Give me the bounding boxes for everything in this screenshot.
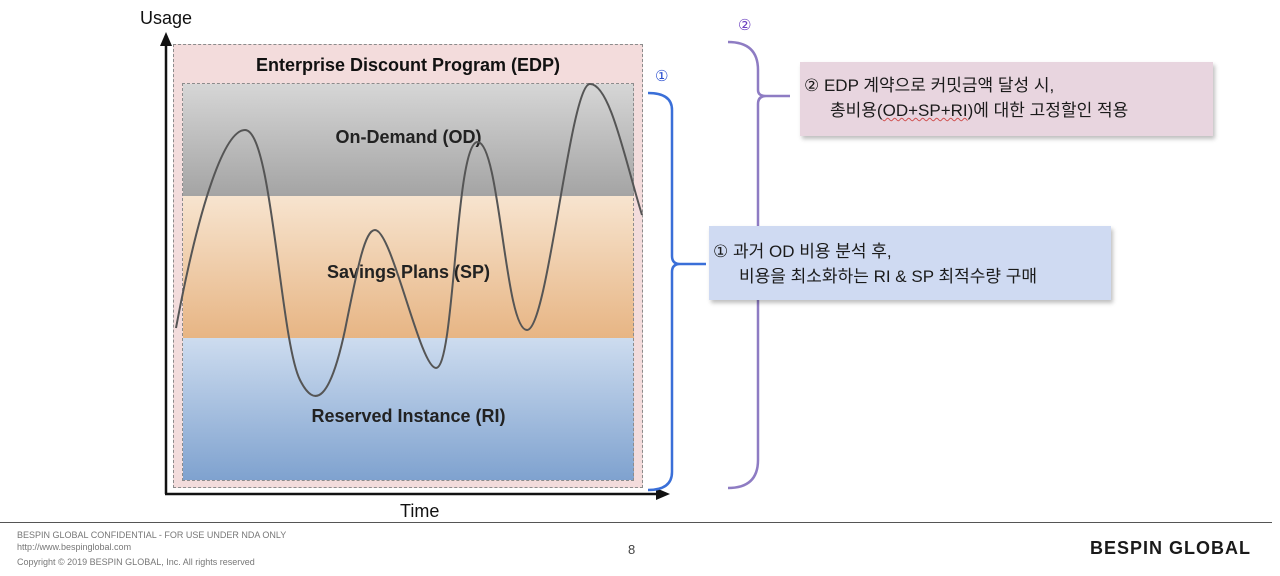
bracket-one — [647, 91, 706, 492]
callout-one-line1: ① 과거 OD 비용 분석 후, — [713, 242, 892, 261]
footer-confidential: BESPIN GLOBAL CONFIDENTIAL - FOR USE UND… — [17, 530, 287, 540]
callout-two-line2: 총비용(OD+SP+RI)에 대한 고정할인 적용 — [804, 98, 1213, 123]
callout-two-line2-pre: 총비용( — [830, 101, 883, 120]
page-number: 8 — [628, 542, 636, 557]
y-axis-label: Usage — [140, 8, 193, 28]
footer-divider — [0, 522, 1272, 523]
marker-two: ② — [738, 17, 752, 34]
marker-one: ① — [655, 68, 669, 85]
x-axis-arrow — [656, 488, 670, 500]
edp-title: Enterprise Discount Program (EDP) — [255, 55, 561, 75]
od-label: On-Demand (OD) — [335, 127, 482, 147]
ri-band — [183, 338, 634, 480]
brand-logo: BESPIN GLOBAL — [1090, 538, 1252, 558]
callout-two-line1: ② EDP 계약으로 커밋금액 달성 시, — [804, 76, 1055, 95]
od-band — [183, 84, 634, 196]
callout-two-line2-squiggle: OD+SP+RI — [882, 101, 968, 120]
footer-url[interactable]: http://www.bespinglobal.com — [17, 542, 132, 552]
callout-two: ② EDP 계약으로 커밋금액 달성 시, 총비용(OD+SP+RI)에 대한 … — [800, 62, 1213, 136]
sp-band — [183, 196, 634, 338]
callout-one-line2: 비용을 최소화하는 RI & SP 최적수량 구매 — [739, 267, 1038, 286]
inner-dashed-box — [182, 83, 634, 481]
ri-label: Reserved Instance (RI) — [311, 406, 506, 426]
callout-two-line2-post: )에 대한 고정할인 적용 — [967, 101, 1129, 120]
sp-label: Savings Plans (SP) — [326, 262, 491, 282]
usage-curve — [175, 82, 643, 397]
footer-copyright: Copyright © 2019 BESPIN GLOBAL, Inc. All… — [17, 557, 255, 567]
y-axis-arrow — [160, 32, 172, 46]
callout-one: ① 과거 OD 비용 분석 후, 비용을 최소화하는 RI & SP 최적수량 … — [709, 226, 1111, 300]
x-axis-label: Time — [400, 501, 440, 521]
